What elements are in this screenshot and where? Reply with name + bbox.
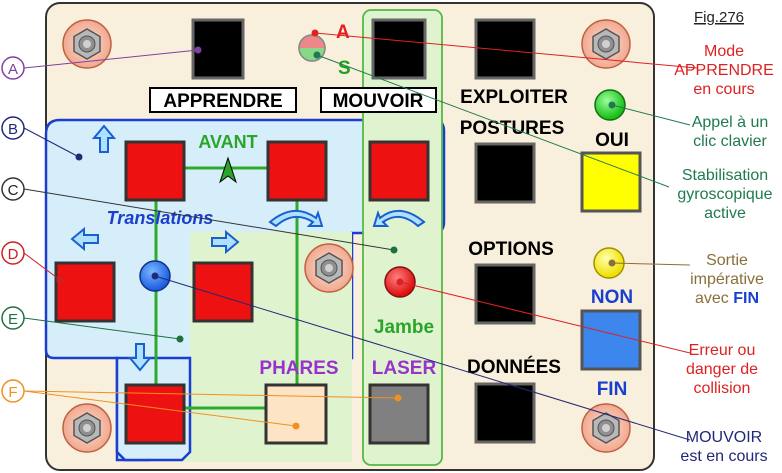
- callout-d: D: [1, 241, 25, 265]
- svg-text:clic clavier: clic clavier: [693, 133, 767, 150]
- svg-text:A: A: [8, 61, 18, 78]
- up-arrow-icon: [91, 124, 117, 153]
- svg-text:collision: collision: [694, 380, 751, 397]
- indicator-letter-a: A: [336, 22, 350, 43]
- oui-button[interactable]: [580, 151, 642, 213]
- mode-indicator: [298, 34, 326, 62]
- arrow-icons: [70, 124, 240, 372]
- center-nut: [304, 243, 354, 293]
- forward-left-button[interactable]: [124, 140, 186, 202]
- callout-stabilisation: Stabilisation gyroscopique active: [677, 167, 772, 222]
- svg-text:Sortie: Sortie: [706, 252, 748, 269]
- right-arrow-icon: [211, 229, 240, 255]
- donnees-label: DONNÉES: [467, 356, 561, 378]
- mouvoir-button[interactable]: [371, 18, 427, 80]
- svg-text:F: F: [8, 384, 17, 401]
- svg-text:Erreur ou: Erreur ou: [689, 342, 756, 359]
- callout-lines: [23, 32, 698, 441]
- callout-appel-clavier: Appel à un clic clavier: [692, 114, 769, 150]
- callout-dots: [56, 29, 616, 430]
- down-arrow-icon: [127, 343, 153, 372]
- apprendre-label-box: [149, 87, 297, 113]
- rotation-arrow-icons: [268, 209, 426, 228]
- corner-nut-top-left: [62, 19, 112, 69]
- rotate-right-button[interactable]: [368, 140, 430, 202]
- svg-text:E: E: [8, 311, 18, 328]
- rotate-right-arrow-icon: [372, 209, 426, 228]
- corner-nut-bottom-right: [581, 403, 631, 453]
- callout-c: C: [1, 177, 25, 201]
- fin-label: FIN: [597, 379, 628, 400]
- svg-text:D: D: [8, 246, 19, 263]
- right-translation-button[interactable]: [192, 261, 254, 323]
- oui-label: OUI: [595, 130, 629, 151]
- options-label: OPTIONS: [468, 239, 554, 260]
- svg-text:B: B: [8, 121, 18, 138]
- svg-text:Stabilisation: Stabilisation: [682, 167, 768, 184]
- svg-text:MOUVOIR: MOUVOIR: [686, 429, 762, 446]
- svg-text:avec FIN: avec FIN: [695, 290, 759, 307]
- callout-a: A: [1, 56, 25, 80]
- jambe-label: Jambe: [374, 317, 434, 338]
- svg-text:Mode: Mode: [704, 43, 744, 60]
- donnees-button[interactable]: [474, 382, 536, 444]
- phares-label: PHARES: [259, 358, 338, 379]
- heading-arrow-icon: [219, 156, 237, 184]
- callout-f: F: [1, 379, 25, 403]
- callout-mouvoir-en-cours: MOUVOIR est en cours: [680, 429, 767, 465]
- options-button[interactable]: [474, 263, 536, 325]
- backward-button[interactable]: [124, 383, 186, 445]
- postures-button[interactable]: [474, 142, 536, 204]
- laser-button[interactable]: [368, 383, 430, 445]
- translations-label: Translations: [107, 208, 214, 228]
- non-button[interactable]: [580, 309, 642, 371]
- mouvoir-label: MOUVOIR: [333, 91, 424, 112]
- figure-label: Fig.276: [694, 9, 744, 26]
- left-translation-button[interactable]: [54, 261, 116, 323]
- svg-text:active: active: [704, 205, 746, 222]
- svg-text:impérative: impérative: [690, 271, 764, 288]
- corner-nut-bottom-left: [62, 403, 112, 453]
- svg-text:danger de: danger de: [686, 361, 758, 378]
- exploiter-label: EXPLOITER: [460, 87, 568, 108]
- callout-b: B: [1, 116, 25, 140]
- avant-label: AVANT: [198, 132, 257, 152]
- svg-text:en cours: en cours: [693, 81, 754, 98]
- indicator-letter-s: S: [338, 58, 351, 79]
- callout-sortie-imperative: Sortie impérative avec FIN: [690, 252, 764, 307]
- column-zone: [362, 9, 443, 466]
- svg-text:APPRENDRE: APPRENDRE: [674, 62, 774, 79]
- svg-text:gyroscopique: gyroscopique: [677, 186, 772, 203]
- non-label: NON: [591, 287, 633, 308]
- apprendre-label: APPRENDRE: [163, 91, 282, 112]
- mouvoir-label-box: [320, 87, 437, 113]
- svg-text:C: C: [8, 182, 19, 199]
- laser-label: LASER: [372, 358, 437, 379]
- left-arrow-icon: [70, 226, 99, 252]
- svg-text:est en cours: est en cours: [680, 448, 767, 465]
- callout-erreur-collision: Erreur ou danger de collision: [686, 342, 758, 397]
- rotate-left-arrow-icon: [268, 209, 324, 228]
- callout-mode-apprendre: Mode APPRENDRE en cours: [674, 43, 774, 98]
- callout-e: E: [1, 306, 25, 330]
- phares-button[interactable]: [264, 383, 328, 445]
- apprendre-button[interactable]: [191, 18, 245, 80]
- forward-right-button[interactable]: [266, 140, 328, 202]
- svg-text:Appel à un: Appel à un: [692, 114, 769, 131]
